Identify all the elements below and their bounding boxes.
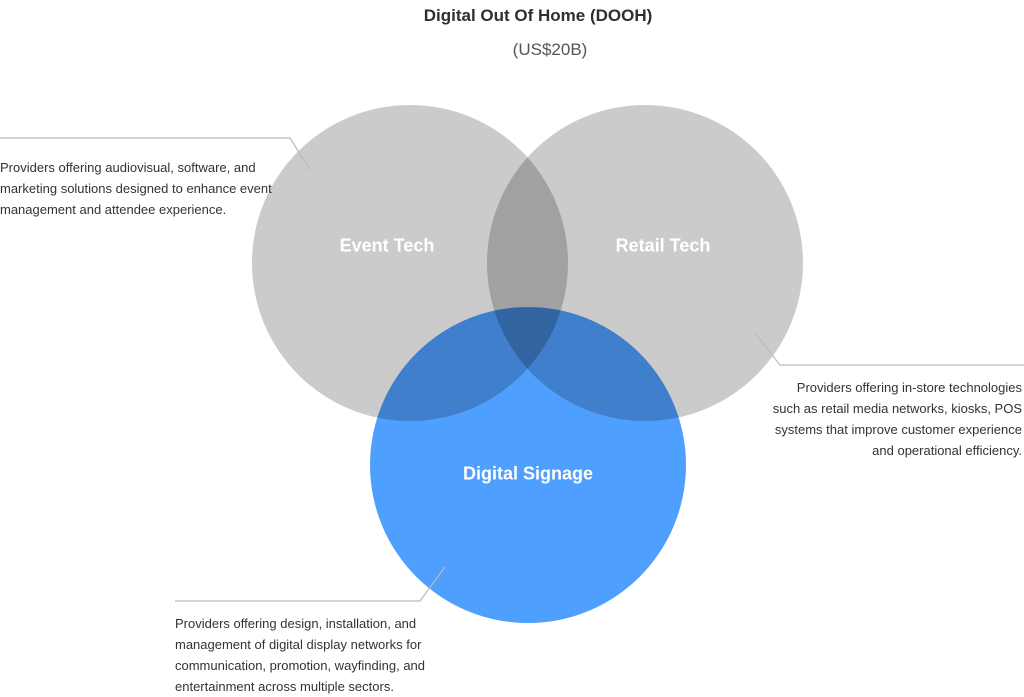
leader-line-digital-signage [175,566,446,602]
description-event-tech: Providers offering audiovisual, software… [0,160,272,217]
leader-line-event-tech [0,137,311,171]
label-event-tech: Event Tech [339,235,435,256]
diagram-subtitle: (US$20B) [512,40,588,59]
description-retail-tech: Providers offering in-store technologies… [772,380,1022,458]
diagram-title: Digital Out Of Home (DOOH) [423,6,653,25]
description-digital-signage: Providers offering design, installation,… [175,616,426,694]
circle-digital-signage [370,307,686,623]
label-digital-signage: Digital Signage [462,463,594,484]
label-retail-tech: Retail Tech [615,235,711,256]
leader-line-retail-tech [754,332,1024,366]
